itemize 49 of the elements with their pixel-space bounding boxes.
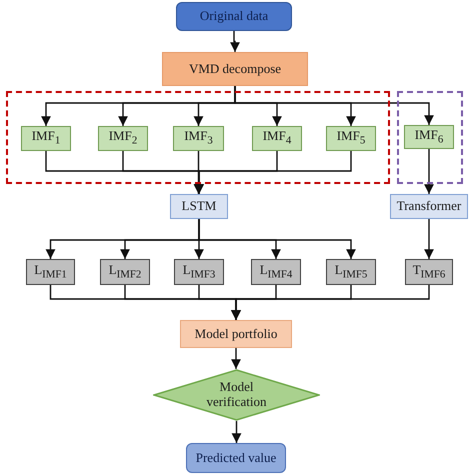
prediction-box — [405, 259, 453, 285]
result-box — [186, 443, 286, 473]
prediction-box — [26, 259, 75, 285]
arrow — [198, 219, 356, 259]
box-label: L$_{IMF4}$ — [260, 262, 292, 282]
decision-diamond — [153, 369, 320, 421]
decision-label: Model verification — [206, 380, 268, 410]
prediction-box — [251, 259, 301, 285]
arrow — [194, 151, 352, 194]
imf-box — [326, 126, 376, 151]
imf-box — [98, 126, 148, 151]
arrow — [424, 219, 434, 259]
box-label: LSTM — [182, 199, 216, 214]
box-label: T$_{IMF6}$ — [412, 262, 446, 282]
box-label: IMF$_{5}$ — [336, 129, 366, 148]
arrow — [232, 421, 242, 443]
arrow — [231, 348, 241, 369]
prediction-box — [174, 259, 224, 285]
prediction-box — [100, 259, 150, 285]
arrow — [230, 31, 240, 52]
imf-box — [21, 126, 71, 151]
dashed-group-box — [6, 91, 390, 184]
imf-box — [404, 125, 454, 149]
box-label: IMF$_{3}$ — [184, 129, 213, 148]
dashed-group-box — [397, 91, 463, 184]
imf-box — [173, 126, 224, 151]
process-box — [162, 52, 308, 86]
arrow — [231, 285, 430, 320]
arrow — [234, 86, 434, 125]
box-label: IMF$_{2}$ — [108, 129, 138, 148]
model-box — [390, 194, 468, 219]
box-label: Predicted value — [196, 450, 276, 466]
prediction-box — [326, 259, 376, 285]
original-data-box — [176, 2, 292, 31]
box-label: IMF$_{1}$ — [32, 129, 60, 148]
box-label: L$_{IMF2}$ — [108, 262, 142, 282]
model-box — [170, 194, 228, 219]
process-box — [180, 320, 292, 348]
box-label: L$_{IMF5}$ — [334, 262, 368, 282]
arrow — [424, 149, 434, 194]
box-label: L$_{IMF3}$ — [182, 262, 216, 282]
box-label: VMD decompose — [188, 62, 282, 76]
box-label: Transformer — [396, 199, 462, 214]
box-label: Original data — [200, 9, 268, 24]
box-label: IMF$_{4}$ — [262, 129, 292, 148]
imf-box — [252, 126, 302, 151]
box-label: IMF$_{6}$ — [414, 128, 444, 146]
box-label: Model portfolio — [194, 326, 278, 342]
box-label: L$_{IMF1}$ — [34, 262, 67, 282]
